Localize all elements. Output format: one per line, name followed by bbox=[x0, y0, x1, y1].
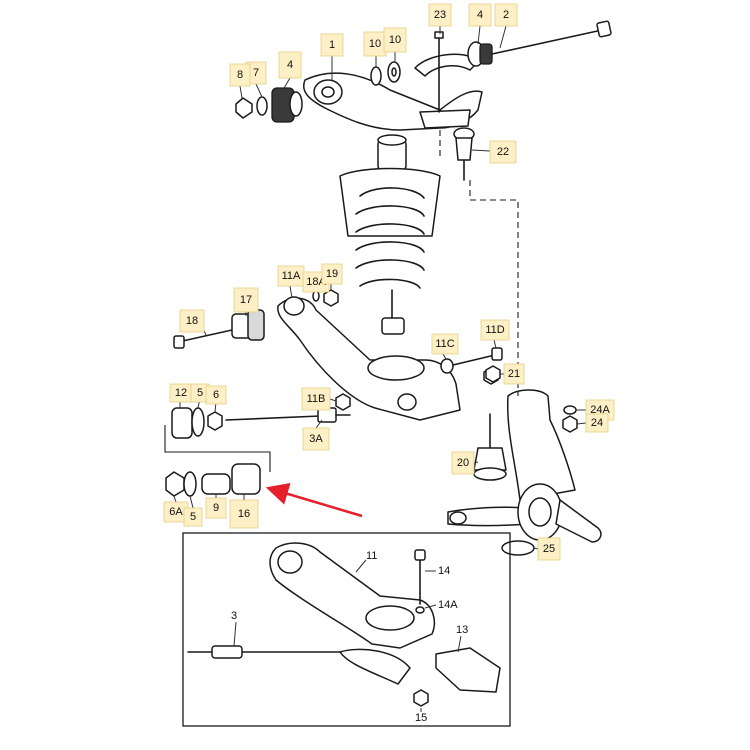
label-11: 11 bbox=[366, 550, 377, 562]
label-15: 15 bbox=[415, 712, 427, 724]
svg-text:7: 7 bbox=[253, 67, 259, 79]
svg-text:16: 16 bbox=[238, 508, 250, 520]
svg-text:5: 5 bbox=[190, 511, 196, 523]
callout-12: 12 bbox=[169, 383, 193, 403]
inset-lower-arm bbox=[187, 542, 501, 707]
callout-6: 6 bbox=[205, 385, 227, 405]
inset-frame bbox=[182, 532, 511, 727]
svg-text:4: 4 bbox=[287, 59, 293, 71]
callout-17: 17 bbox=[233, 287, 259, 313]
svg-text:20: 20 bbox=[457, 457, 469, 469]
callout-19: 19 bbox=[321, 263, 343, 285]
callout-10-right: 10 bbox=[383, 27, 407, 53]
callout-4-top: 4 bbox=[468, 3, 492, 27]
callout-11A: 11A bbox=[277, 265, 305, 287]
upper-bushing-pack-left bbox=[235, 87, 303, 123]
callout-11C: 11C bbox=[431, 333, 459, 355]
svg-text:19: 19 bbox=[326, 268, 338, 280]
svg-text:5: 5 bbox=[197, 387, 203, 399]
svg-text:22: 22 bbox=[497, 146, 509, 158]
svg-text:24A: 24A bbox=[590, 404, 610, 416]
svg-text:8: 8 bbox=[237, 69, 243, 81]
svg-text:17: 17 bbox=[240, 294, 252, 306]
callout-20: 20 bbox=[451, 451, 475, 475]
callout-6A: 6A bbox=[163, 501, 189, 523]
svg-text:1: 1 bbox=[329, 39, 335, 51]
leader-lines bbox=[173, 25, 587, 712]
nut-24-washer-24A bbox=[562, 405, 578, 433]
callout-11B: 11B bbox=[301, 387, 331, 411]
svg-text:11A: 11A bbox=[282, 270, 301, 282]
callout-18: 18 bbox=[179, 309, 205, 333]
ball-joint-20 bbox=[473, 413, 507, 481]
callout-3A: 3A bbox=[302, 427, 330, 451]
callout-4-left: 4 bbox=[278, 51, 302, 79]
coil-spring-and-shock bbox=[339, 134, 441, 335]
bushing-group-16 bbox=[165, 463, 261, 497]
svg-text:23: 23 bbox=[434, 9, 446, 21]
ball-joint-22 bbox=[453, 127, 475, 181]
svg-text:6A: 6A bbox=[169, 506, 183, 518]
svg-text:10: 10 bbox=[369, 38, 381, 50]
callout-11D: 11D bbox=[480, 319, 510, 341]
callout-7: 7 bbox=[245, 61, 267, 85]
ring-25 bbox=[501, 540, 535, 556]
callout-25: 25 bbox=[537, 537, 561, 561]
callout-9: 9 bbox=[205, 497, 227, 519]
svg-text:18: 18 bbox=[186, 315, 198, 327]
svg-text:12: 12 bbox=[175, 387, 187, 399]
callout-1: 1 bbox=[320, 33, 344, 57]
lower-control-arm-assembly bbox=[277, 296, 461, 421]
svg-text:24: 24 bbox=[591, 417, 603, 429]
callout-24: 24 bbox=[585, 413, 609, 433]
svg-text:25: 25 bbox=[543, 543, 555, 555]
highlight-arrow bbox=[265, 482, 363, 518]
tie-rod-2 bbox=[467, 20, 612, 67]
bolt-23 bbox=[434, 31, 444, 113]
label-14A: 14A bbox=[438, 599, 458, 611]
svg-text:11C: 11C bbox=[435, 338, 454, 350]
svg-text:11D: 11D bbox=[485, 324, 504, 336]
washers-10 bbox=[370, 61, 401, 86]
callout-2: 2 bbox=[494, 3, 518, 27]
svg-text:21: 21 bbox=[508, 368, 520, 380]
callout-22: 22 bbox=[489, 140, 517, 164]
svg-text:2: 2 bbox=[503, 9, 509, 21]
svg-text:6: 6 bbox=[213, 389, 219, 401]
callout-16: 16 bbox=[229, 499, 259, 529]
routing-dashed-line bbox=[469, 180, 519, 396]
callout-23: 23 bbox=[428, 3, 452, 27]
label-3: 3 bbox=[231, 610, 237, 622]
svg-text:18A: 18A bbox=[306, 276, 326, 288]
nut-11B bbox=[335, 393, 351, 411]
steering-knuckle bbox=[447, 389, 602, 543]
svg-text:4: 4 bbox=[477, 9, 483, 21]
label-14: 14 bbox=[438, 565, 450, 577]
callout-8: 8 bbox=[229, 63, 251, 87]
svg-text:11B: 11B bbox=[307, 393, 326, 405]
callout-10-left: 10 bbox=[363, 31, 387, 57]
label-13: 13 bbox=[456, 624, 468, 636]
svg-text:3A: 3A bbox=[309, 433, 323, 445]
bushing-17-and-bolt-18 bbox=[173, 309, 265, 349]
callout-5-lower: 5 bbox=[183, 507, 203, 527]
bracket-line bbox=[164, 425, 271, 472]
callout-21: 21 bbox=[503, 363, 525, 385]
strut-rod-3A bbox=[171, 407, 351, 439]
svg-text:10: 10 bbox=[389, 34, 401, 46]
nut-21 bbox=[485, 365, 501, 383]
svg-text:9: 9 bbox=[213, 502, 219, 514]
